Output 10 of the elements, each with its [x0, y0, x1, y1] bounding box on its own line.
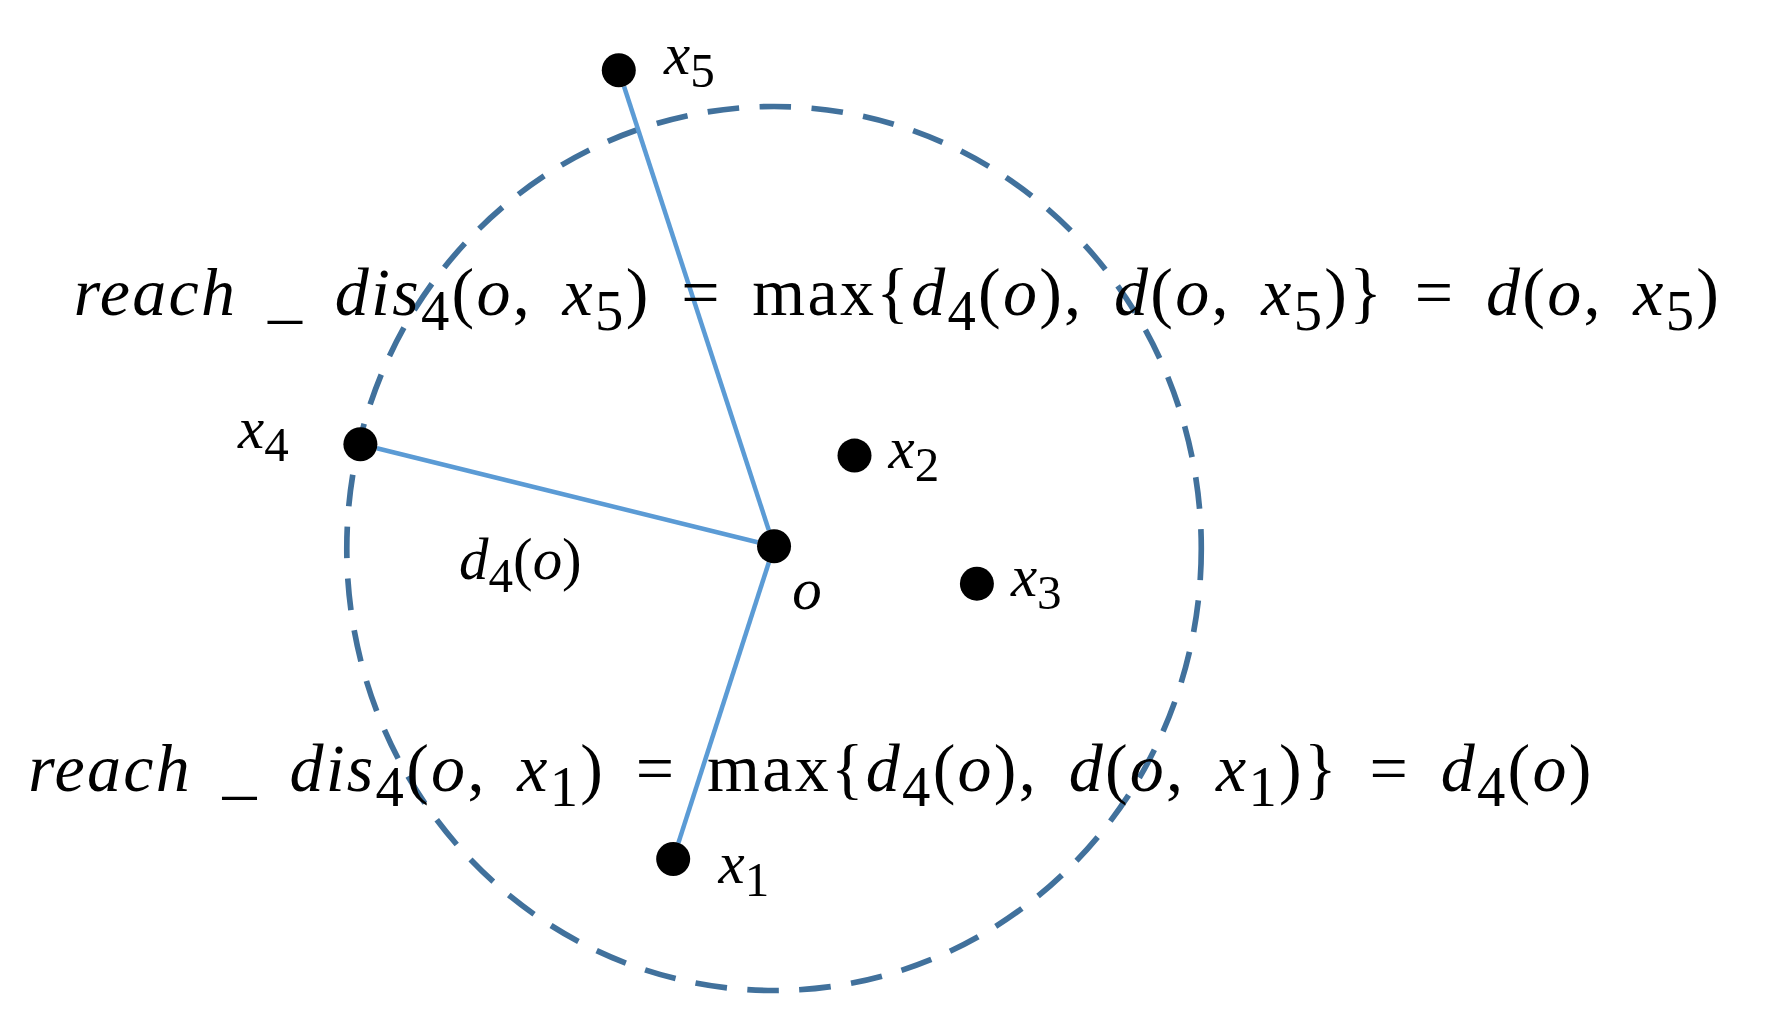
connector-line	[676, 561, 771, 844]
formula-text: reach _ dis$_{4}$(o, x$_{1}$) = max{d$_{4}$(o), d(o, x$_{1}$)} = d$_{4}$(o)	[28, 734, 1594, 815]
connector-line	[376, 446, 759, 545]
point-label: x$_{4}$	[238, 398, 289, 469]
point-label: x$_{5}$	[664, 24, 715, 95]
point-label: x$_{3}$	[1010, 547, 1062, 618]
connector-line	[621, 85, 771, 531]
point-label: x$_{2}$	[888, 419, 940, 490]
point-label: x$_{1}$	[718, 834, 770, 905]
point-label: o	[792, 559, 822, 619]
